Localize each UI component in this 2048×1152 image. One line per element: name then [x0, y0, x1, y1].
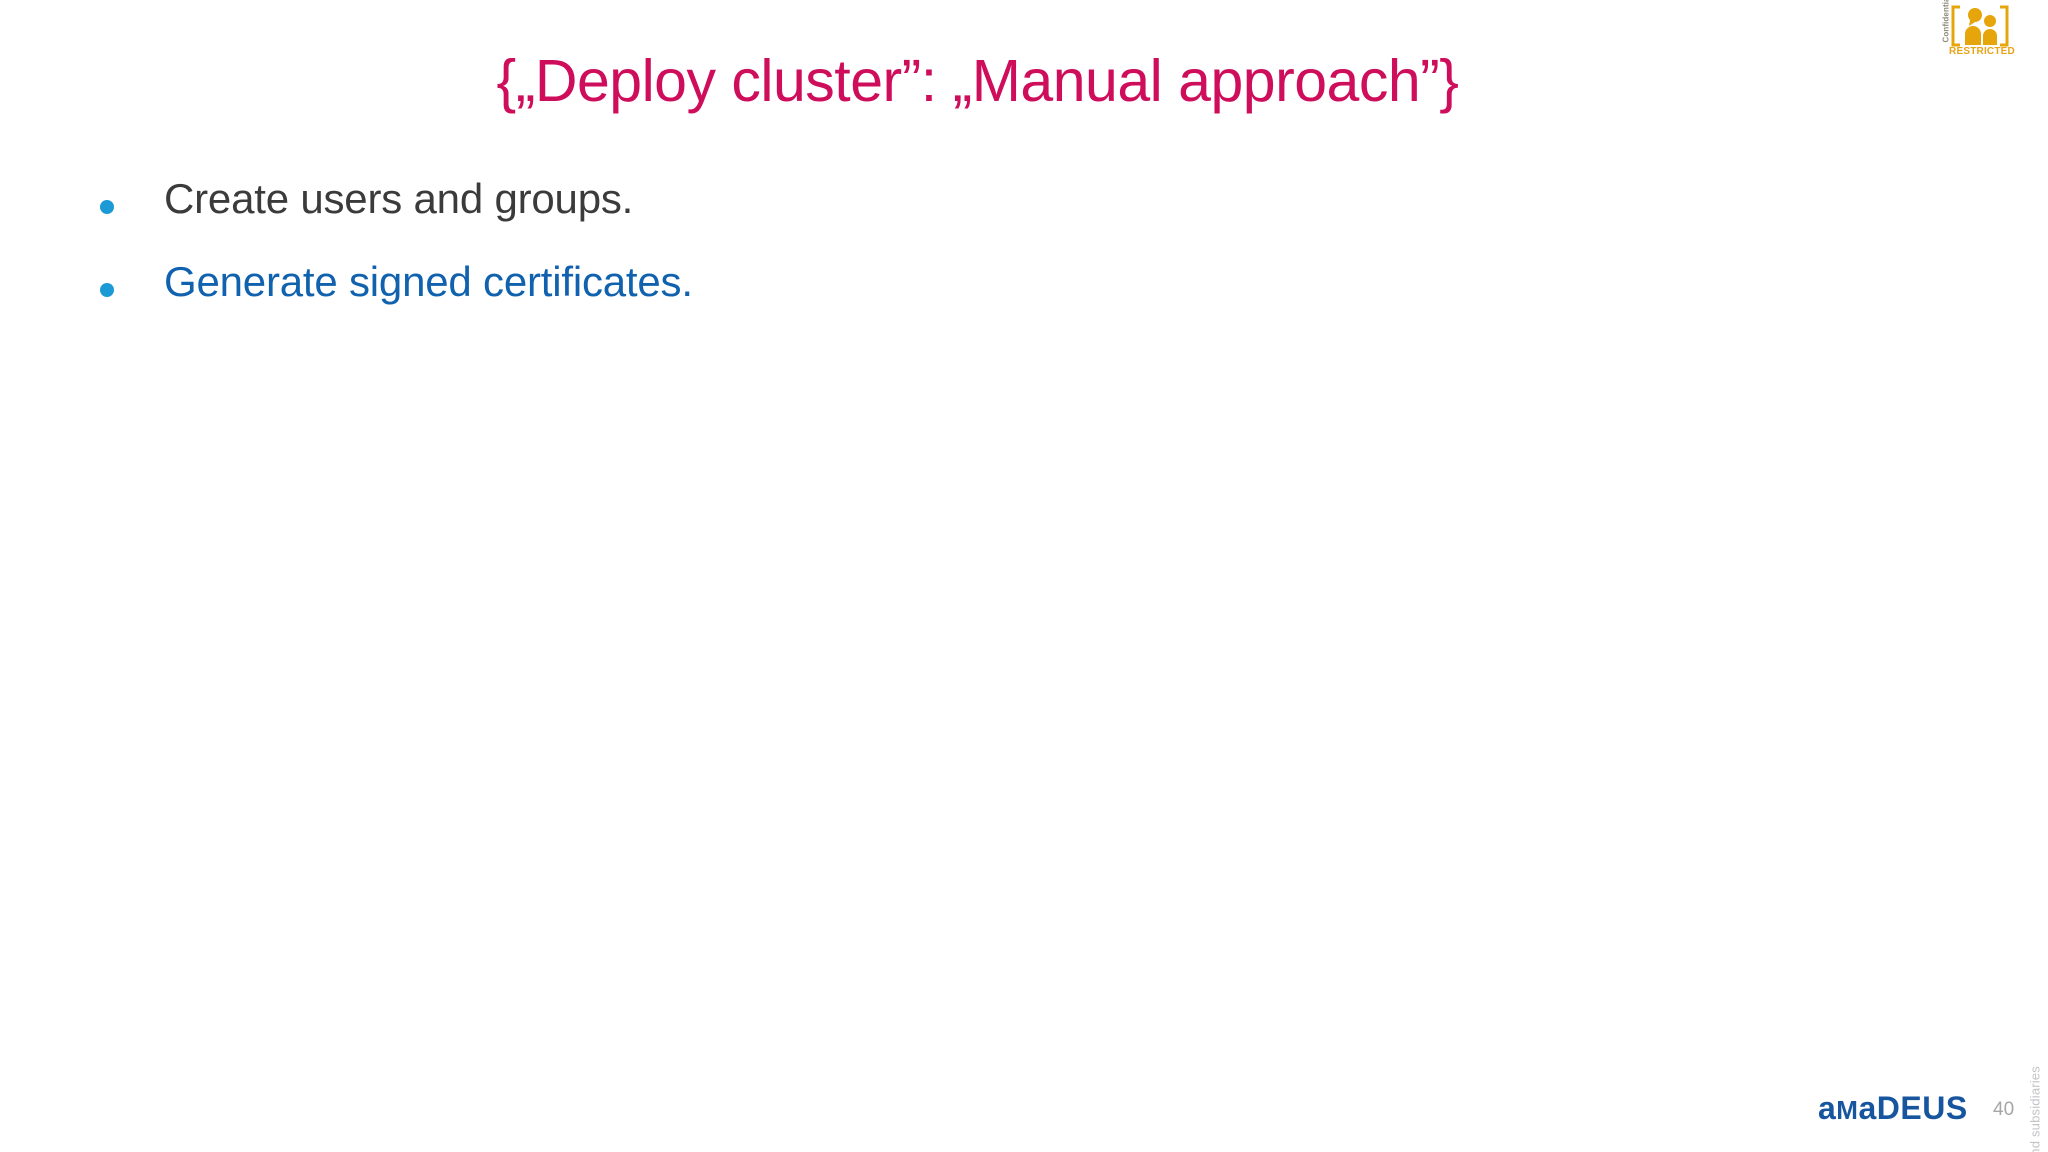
bullet-text: Generate signed certificates. [164, 258, 693, 305]
page-title: {„Deploy cluster”: „Manual approach”} [496, 48, 1459, 114]
bullet-list: Create users and groups. Generate signed… [100, 178, 1800, 344]
bullet-dot-icon [100, 283, 114, 297]
restricted-label: RESTRICTED [1949, 46, 2015, 57]
status-badge: Confidential RESTRICTED [1936, 0, 2040, 66]
bullet-dot-icon [100, 200, 114, 214]
page-number: 40 [1993, 1099, 2015, 1120]
bullet-text: Create users and groups. [164, 175, 634, 222]
logo-letter-a2: a [1858, 1090, 1877, 1126]
amadeus-logo: aMaDEUS [1818, 1092, 1968, 1124]
logo-letter-m: M [1836, 1095, 1859, 1125]
list-item: Create users and groups. [100, 178, 1800, 261]
logo-letters-deus: DEUS [1876, 1090, 1968, 1126]
copyright-notice: © Amadeus IT Group and its affiliates an… [2027, 1066, 2042, 1152]
two-people-in-brackets-icon [1950, 4, 2010, 48]
list-item: Generate signed certificates. [100, 261, 1800, 344]
logo-letter-a1: a [1818, 1090, 1837, 1126]
